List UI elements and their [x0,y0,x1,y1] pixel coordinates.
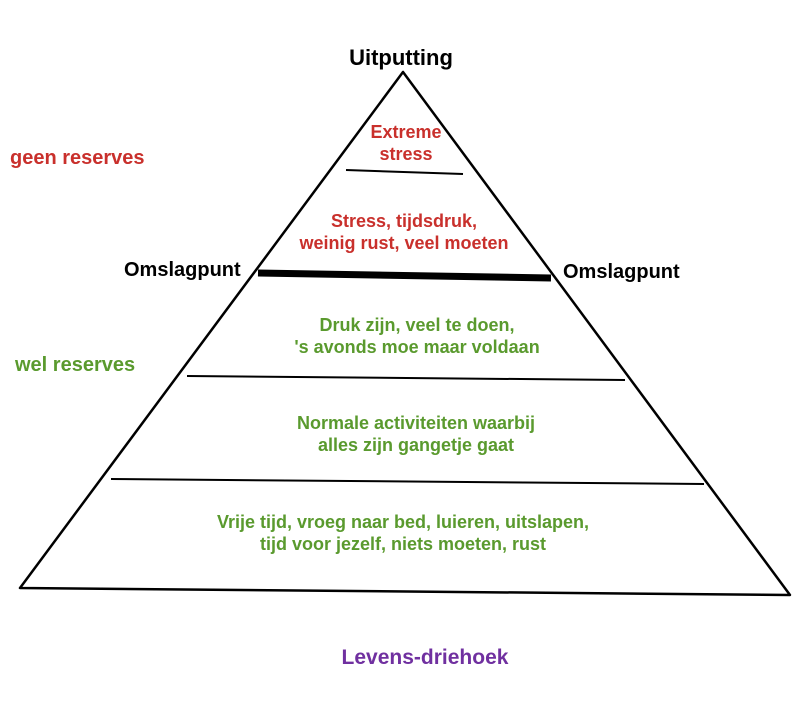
apex-label: Uitputting [349,45,453,70]
tipping-point-line [257,269,552,282]
layer-divider-4 [110,478,705,485]
layer-text-5: Vrije tijd, vroeg naar bed, luieren, uit… [217,512,589,555]
tipping-point-label-left: Omslagpunt [124,259,241,281]
side-label-reserves: wel reserves [15,354,136,376]
layer-4-line-1: Normale activiteiten waarbij [296,413,536,433]
layer-2-line-1: Stress, tijdsdruk, [330,211,478,231]
pyramid-outline [18,70,792,597]
layer-4-line-2: alles zijn gangetje gaat [317,434,515,455]
layer-text-1: Extreme stress [370,122,441,165]
layer-text-2: Stress, tijdsdruk, weinig rust, veel moe… [299,211,508,254]
layer-3-line-1: Druk zijn, veel te doen, [319,315,515,335]
layer-5-line-1: Vrije tijd, vroeg naar bed, luieren, uit… [216,512,590,532]
layer-text-3: Druk zijn, veel te doen, 's avonds moe m… [294,315,539,358]
layer-divider-1 [345,169,464,175]
layer-text-4: Normale activiteiten waarbij alles zijn … [297,413,535,456]
layer-1-line-2: stress [379,143,433,164]
diagram-caption: Levens-driehoek [341,646,509,669]
tipping-point-label-right: Omslagpunt [563,261,680,283]
layer-2-line-2: weinig rust, veel moeten [299,232,509,253]
layer-divider-3 [186,375,626,381]
layer-3-line-2: 's avonds moe maar voldaan [294,336,540,357]
side-label-no-reserves: geen reserves [10,147,145,169]
layer-5-line-2: tijd voor jezelf, niets moeten, rust [259,533,547,554]
layer-1-line-1: Extreme [370,122,442,142]
